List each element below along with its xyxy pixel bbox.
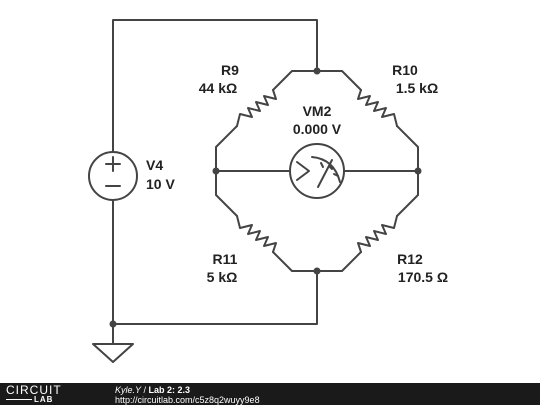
junction-top [313,67,321,75]
resistor-r12[interactable] [357,215,398,253]
voltmeter-vm2[interactable] [289,143,345,199]
wire-top [112,19,318,153]
r9-name-label: R9 [221,62,239,78]
vm2-name-label: VM2 [303,103,332,119]
voltage-source-v4[interactable] [88,151,138,201]
r11-name-label: R11 [213,251,238,267]
r9-value-label: 44 kΩ [199,80,237,96]
ground-icon [92,343,134,363]
r10-value-label: 1.5 kΩ [396,80,438,96]
junction-ground [109,320,117,328]
r12-value-label: 170.5 Ω [398,269,448,285]
v4-name-label: V4 [146,157,163,173]
circuitlab-logo[interactable]: CIRCUIT LAB [6,384,96,404]
wire-r10-right [396,125,419,172]
voltage-source-icon [88,151,138,201]
junction-bottom [313,267,321,275]
wire-r12-right [396,170,419,217]
vm2-value-label: 0.000 V [293,121,342,137]
junction-right [414,167,422,175]
voltmeter-icon [289,143,345,199]
circuit-title[interactable]: Lab 2: 2.3 [148,385,191,395]
wire-bottom [112,199,318,325]
resistor-r9[interactable] [236,89,277,127]
wire-r9-top [272,70,318,91]
r10-name-label: R10 [392,62,418,78]
wire-r11-left [215,170,238,217]
r12-name-label: R12 [397,251,423,267]
wire-r9-left [215,125,238,172]
circuit-url[interactable]: http://circuitlab.com/c5z8q2wuyy9e8 [115,395,260,405]
logo-wire-icon [6,399,32,400]
wire-r10-top [316,70,362,91]
footer-bar: CIRCUIT LAB Kyle.Y / Lab 2: 2.3 http://c… [0,383,540,405]
footer-info: Kyle.Y / Lab 2: 2.3 http://circuitlab.co… [115,385,260,405]
author-link[interactable]: Kyle.Y [115,385,142,395]
circuit-schematic: R9 44 kΩ R10 1.5 kΩ VM2 0.000 V V4 10 V … [88,19,448,363]
resistor-r11[interactable] [236,215,277,253]
r11-value-label: 5 kΩ [207,269,238,285]
wire-r12-bottom [316,251,362,272]
wire-r11-bottom [272,251,318,272]
title-separator: / [141,385,149,395]
junction-left [212,167,220,175]
logo-top-text: CIRCUIT [6,383,62,397]
resistor-r10[interactable] [357,89,398,127]
v4-value-label: 10 V [146,176,175,192]
logo-bottom-text: LAB [34,395,54,404]
footer-title-line: Kyle.Y / Lab 2: 2.3 [115,385,260,395]
